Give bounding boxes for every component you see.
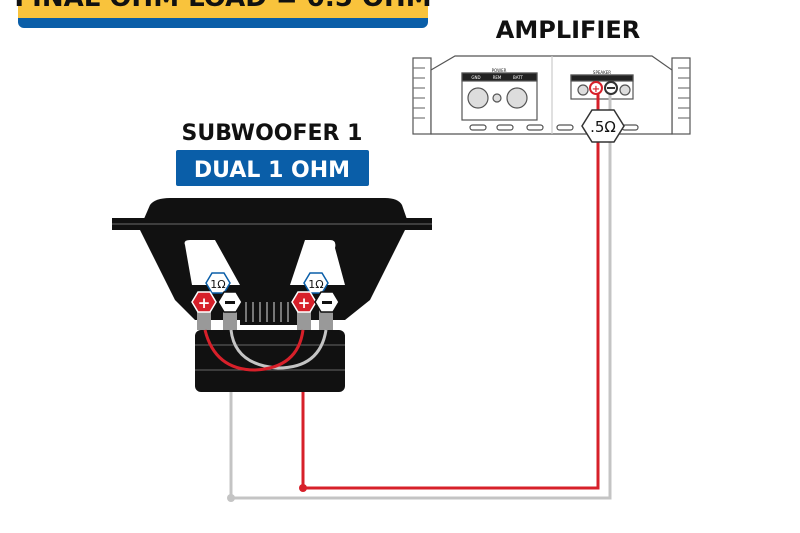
svg-text:+: +	[298, 294, 311, 312]
amplifier	[412, 55, 691, 135]
subwoofer-badge-text: DUAL 1 OHM	[194, 158, 350, 183]
gnd-label: GND	[471, 75, 480, 80]
svg-text:+: +	[198, 294, 211, 312]
coil-jumper-positive	[203, 329, 305, 372]
power-label: POWER	[492, 68, 507, 73]
positive-wire	[301, 90, 600, 490]
amplifier-title: AMPLIFIER	[496, 16, 640, 44]
final-load-banner: FINAL OHM LOAD = 0.5 OHM	[14, 0, 432, 28]
coil-1-positive-terminal	[191, 291, 217, 313]
batt-label: BATT	[513, 75, 524, 80]
coil-2-impedance: 1Ω	[308, 278, 323, 291]
amp-positive-terminal	[589, 81, 603, 95]
negative-wire	[229, 90, 612, 500]
subwoofer-badge	[176, 150, 369, 186]
subwoofer	[112, 198, 432, 392]
banner-text: FINAL OHM LOAD = 0.5 OHM	[14, 0, 431, 13]
coil-jumper-negative	[229, 329, 328, 370]
rem-label: REM	[493, 75, 502, 80]
svg-text:+: +	[592, 84, 600, 95]
subwoofer-title: SUBWOOFER 1	[182, 121, 363, 146]
coil-1-impedance: 1Ω	[210, 278, 225, 291]
amp-impedance-badge: .5Ω	[581, 109, 625, 143]
speaker-label: SPEAKER	[593, 70, 611, 75]
coil-1-terminals: 1Ω +	[191, 272, 243, 313]
coil-2-positive-terminal	[291, 291, 317, 313]
coil-2-terminals: 1Ω +	[291, 272, 340, 313]
svg-text:.5Ω: .5Ω	[590, 118, 616, 136]
